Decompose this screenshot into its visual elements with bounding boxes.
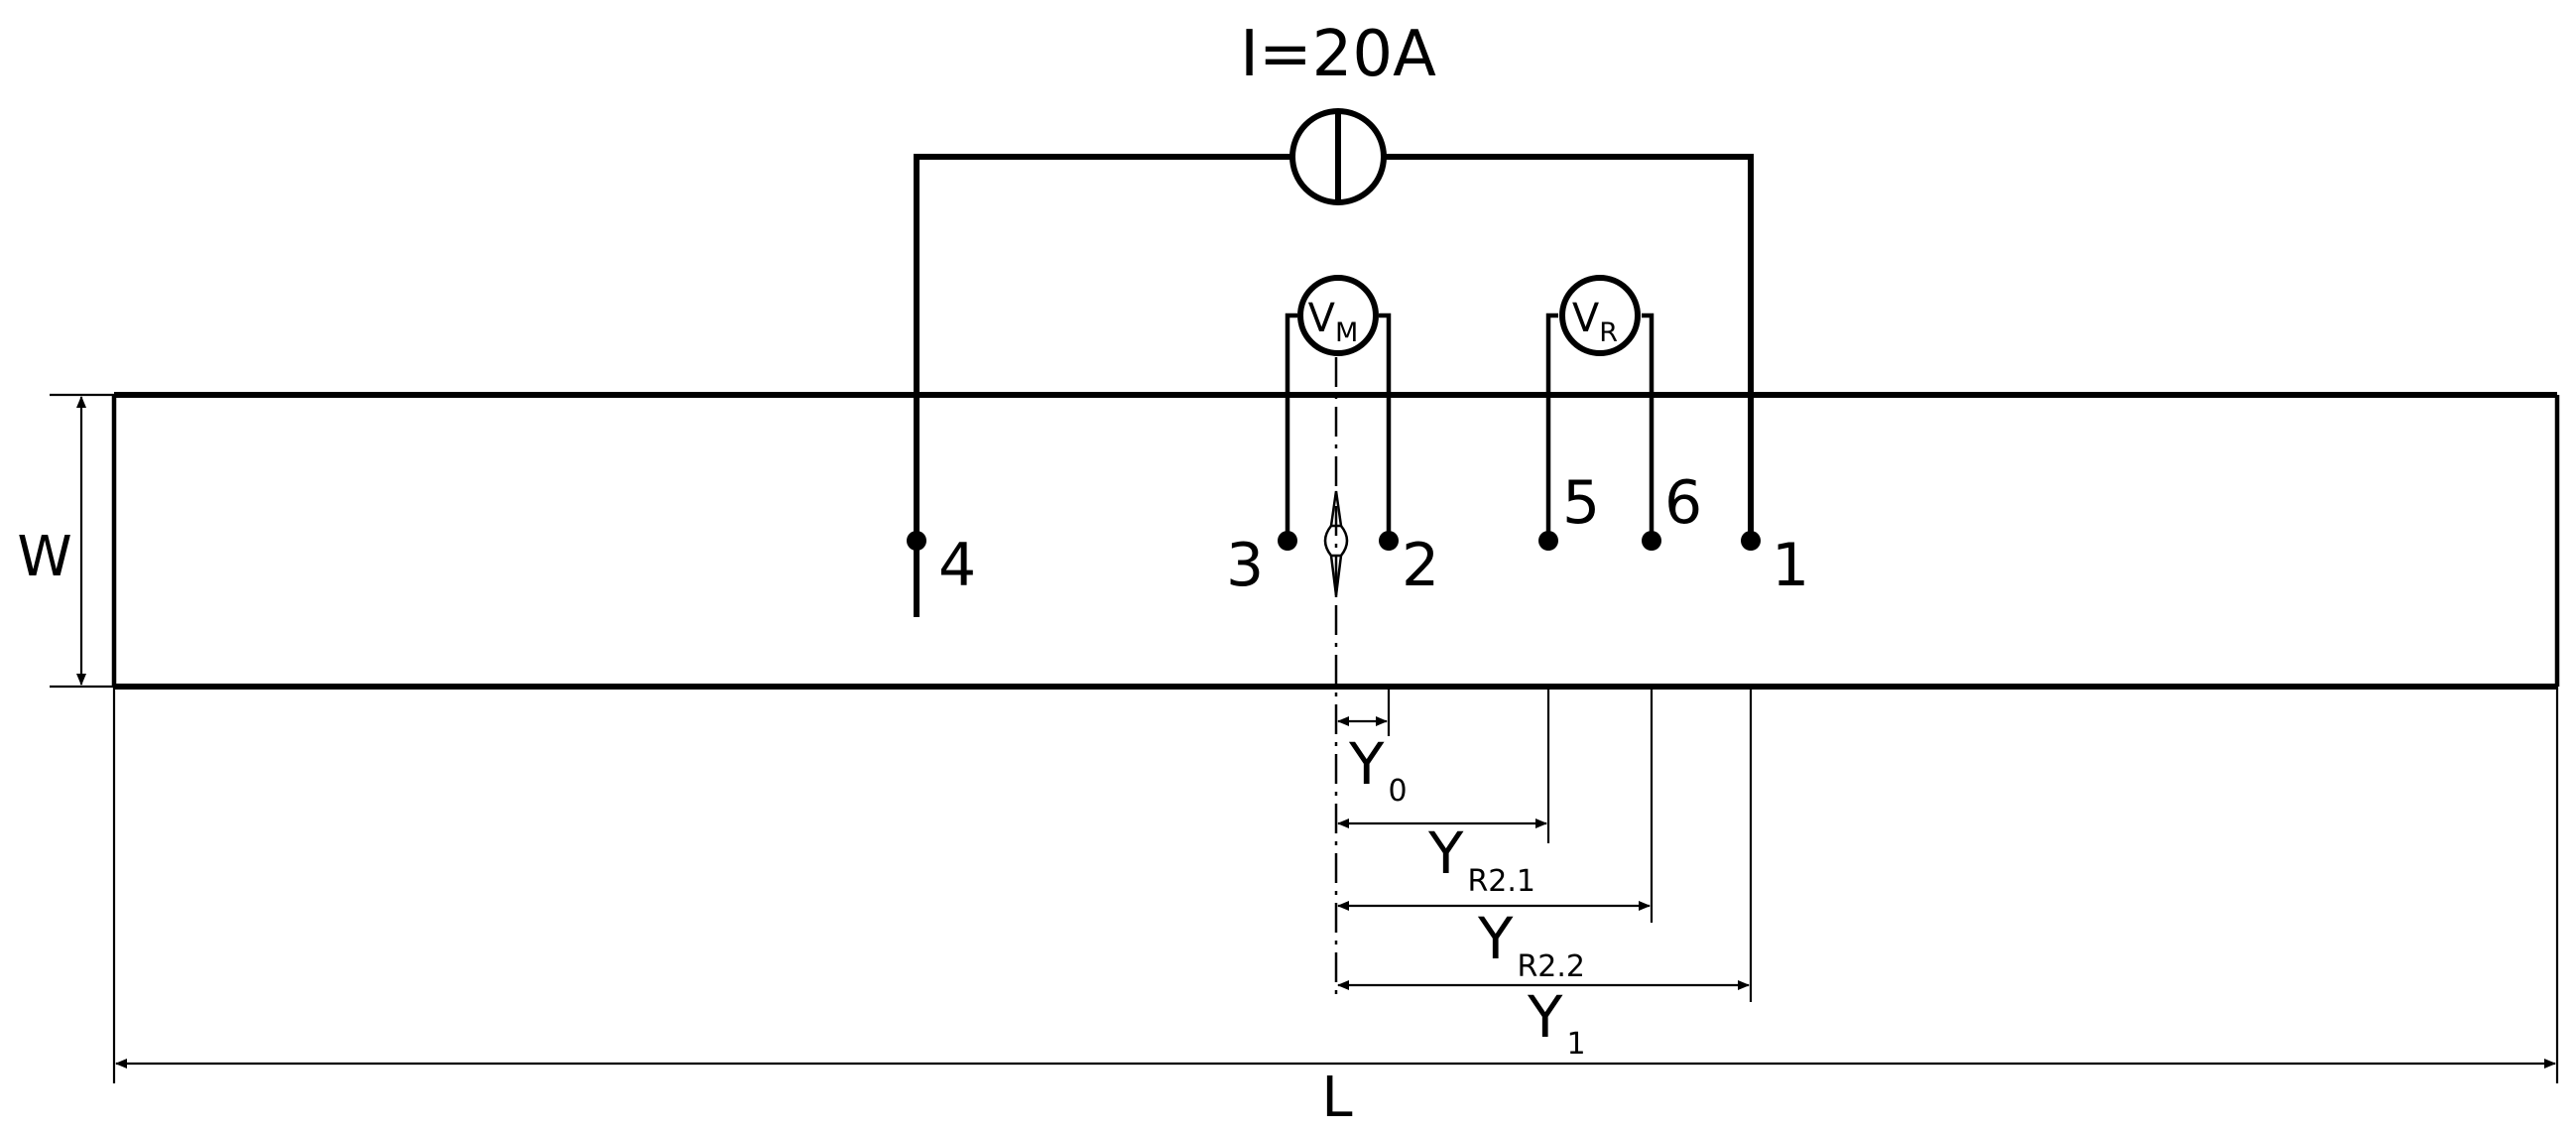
voltmeter-vr-circuit [1545, 275, 1655, 541]
length-label: L [1321, 1066, 1352, 1130]
probe-point-4 [907, 531, 926, 551]
probe-label-3: 3 [1226, 531, 1264, 600]
voltmeter-vm-circuit [1285, 275, 1392, 541]
voltmeter-vr-label: VR [1572, 296, 1618, 348]
voltmeter-vm-symbol [1297, 275, 1379, 356]
probe-point-6 [1642, 531, 1661, 551]
width-dimension [50, 393, 114, 689]
probe-contacts [907, 531, 1761, 551]
specimen-strip [111, 392, 2560, 690]
probe-point-2 [1379, 531, 1399, 551]
width-label: W [17, 525, 71, 589]
probe-label-1: 1 [1772, 531, 1809, 600]
probe-label-5: 5 [1562, 468, 1600, 538]
current-label: I=20A [1240, 18, 1436, 91]
probe-label-4: 4 [938, 531, 976, 600]
probe-point-5 [1538, 531, 1558, 551]
length-dimension [112, 687, 2559, 1083]
probe-point-1 [1741, 531, 1761, 551]
extension-lines [1387, 687, 1753, 1002]
probe-label-6: 6 [1664, 468, 1702, 538]
current-source-circuit [914, 108, 1754, 617]
voltmeter-vr-symbol [1559, 275, 1641, 356]
probe-point-3 [1278, 531, 1297, 551]
probe-label-2: 2 [1402, 531, 1439, 600]
crack-symbol [1323, 490, 1349, 596]
voltmeter-vm-label: VM [1308, 296, 1359, 348]
